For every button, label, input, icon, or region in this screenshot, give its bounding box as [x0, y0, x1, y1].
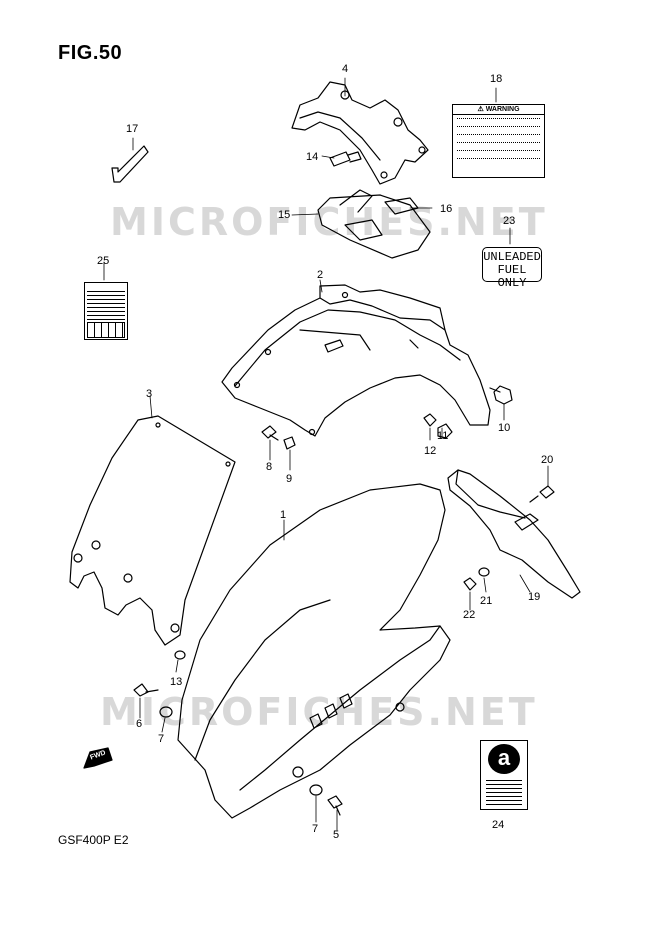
model-code: GSF400P E2 — [58, 833, 129, 847]
callout-24: 24 — [492, 819, 505, 831]
part-22-nut — [463, 577, 477, 591]
callout-8: 8 — [266, 461, 273, 473]
part-9-nut — [283, 436, 296, 450]
warning-label: ⚠ WARNING — [452, 104, 545, 178]
part-19-stay — [447, 469, 581, 599]
callout-6: 6 — [136, 718, 143, 730]
lubricant-label: a — [480, 740, 528, 810]
lubricant-letter: a — [497, 745, 511, 770]
part-8-screw — [261, 425, 279, 441]
unleaded-line-1: UNLEADED — [483, 250, 541, 264]
part-7-washer-lower — [309, 784, 323, 796]
callout-18: 18 — [490, 73, 503, 85]
callout-2: 2 — [317, 269, 324, 281]
callout-19: 19 — [528, 591, 541, 603]
callout-7-lower: 7 — [312, 823, 319, 835]
callout-7-upper: 7 — [158, 733, 165, 745]
callout-25: 25 — [97, 255, 110, 267]
tire-information-label — [84, 282, 128, 340]
part-7-washer — [159, 706, 173, 718]
part-5-bolt — [327, 795, 343, 816]
callout-1: 1 — [280, 509, 287, 521]
part-14-bolt — [329, 151, 362, 167]
part-1-hugger — [177, 483, 451, 819]
callout-4: 4 — [342, 63, 349, 75]
unleaded-fuel-label: UNLEADED FUEL ONLY — [482, 247, 542, 290]
callout-3: 3 — [146, 388, 153, 400]
callout-11: 11 — [437, 430, 449, 442]
callout-17: 17 — [126, 123, 139, 135]
figure-title: FIG.50 — [58, 42, 123, 64]
watermark-top: MICROFICHES.NET — [110, 200, 548, 244]
callout-12: 12 — [424, 445, 437, 457]
callout-22: 22 — [463, 609, 476, 621]
part-13-nut — [174, 650, 186, 660]
part-12-nut — [423, 413, 437, 427]
fwd-arrow-icon — [83, 747, 113, 769]
callout-16: 16 — [440, 203, 453, 215]
callout-10: 10 — [498, 422, 511, 434]
callout-5: 5 — [333, 829, 340, 841]
leader-lines — [103, 77, 549, 831]
warning-heading: ⚠ WARNING — [453, 105, 544, 115]
part-15-pad — [317, 189, 431, 259]
callout-9: 9 — [286, 473, 293, 485]
part-11-nut — [437, 423, 453, 439]
unleaded-line-2: FUEL ONLY — [497, 263, 527, 290]
callout-23: 23 — [503, 215, 516, 227]
part-20-bolt — [529, 485, 555, 503]
part-2-rear-fender — [221, 284, 491, 437]
part-17-hex-key — [111, 145, 149, 183]
part-10-bolt — [489, 385, 513, 405]
callout-13: 13 — [170, 676, 183, 688]
part-3-flap — [69, 415, 236, 646]
callout-14: 14 — [306, 151, 319, 163]
part-21-washer — [478, 567, 490, 577]
part-4-bracket — [291, 81, 429, 185]
callout-15: 15 — [278, 209, 291, 221]
part-6-bolt — [133, 683, 159, 697]
callout-21: 21 — [480, 595, 493, 607]
callout-20: 20 — [541, 454, 554, 466]
